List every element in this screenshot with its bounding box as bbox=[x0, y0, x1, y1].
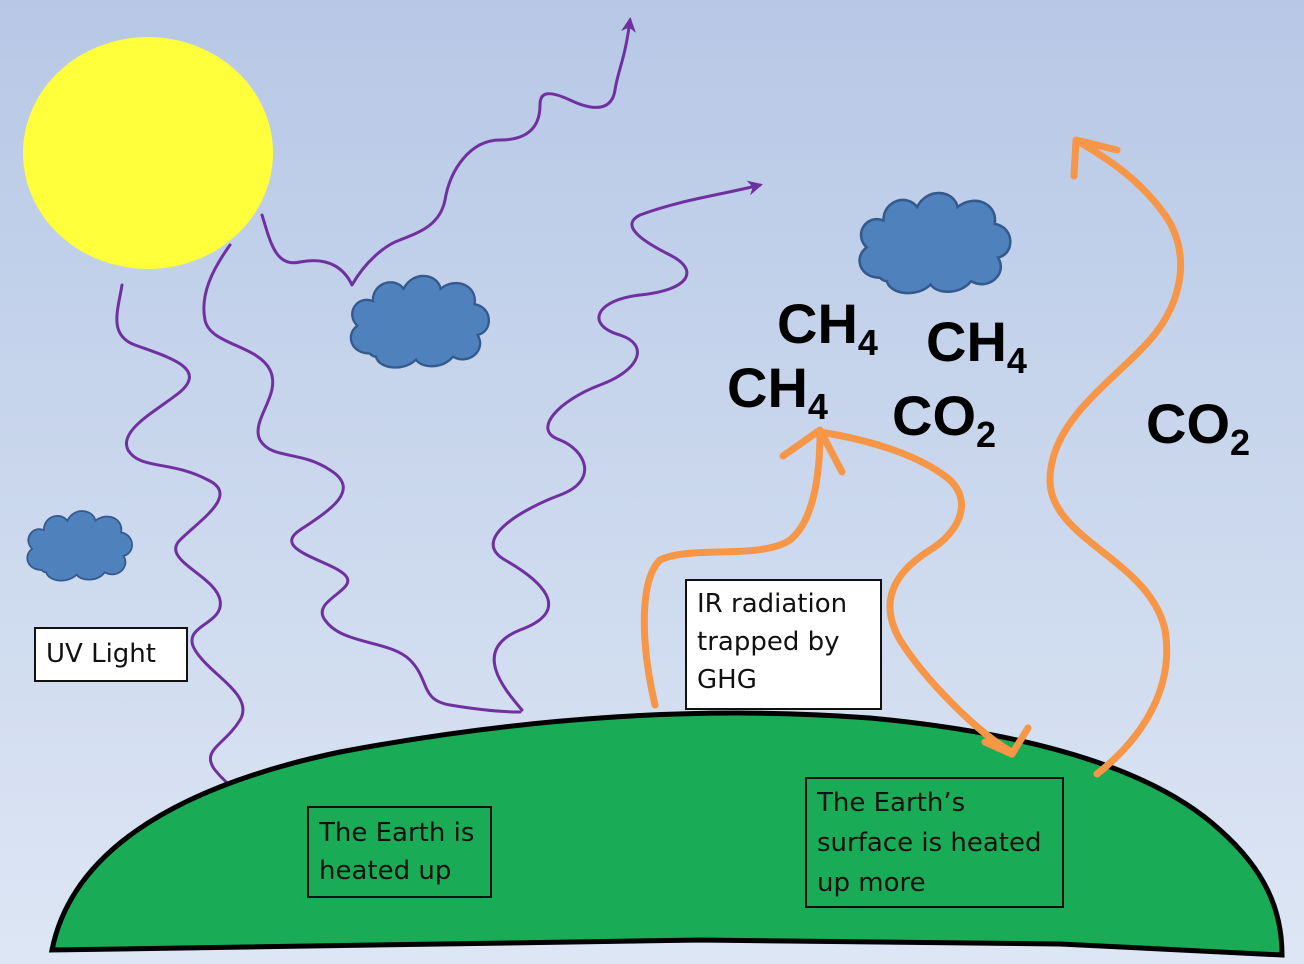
ir-arrowhead-up bbox=[779, 426, 846, 476]
ch4-label-1: CH4 bbox=[777, 292, 878, 363]
ch4-label-3: CH4 bbox=[727, 356, 828, 427]
sun bbox=[23, 37, 273, 269]
ir-trapped-line-3: GHG bbox=[697, 665, 757, 695]
earth-heated-label: The Earth is heated up bbox=[307, 806, 492, 898]
ir-trapped-line-1: IR radiation bbox=[697, 589, 848, 619]
uv-light-text: UV Light bbox=[46, 639, 156, 669]
co2-label-2: CO2 bbox=[1146, 392, 1251, 463]
ir-arrowhead-escaping bbox=[1070, 136, 1121, 180]
ir-trapped-label: IR radiation trapped by GHG bbox=[685, 579, 882, 710]
surface-heated-label: The Earth’s surface is heated up more bbox=[805, 777, 1064, 908]
ir-arrow-escaping bbox=[1046, 136, 1185, 778]
uv-ray-to-earth bbox=[115, 283, 281, 817]
ir-arrow-trapped bbox=[640, 428, 1016, 756]
uv-ray-reflected-low bbox=[491, 180, 763, 712]
uv-light-label: UV Light bbox=[34, 627, 188, 682]
surface-heated-line-3: up more bbox=[817, 868, 926, 898]
uv-ray-middle bbox=[202, 243, 522, 714]
co2-label-1: CO2 bbox=[892, 384, 997, 455]
ir-trapped-line-2: trapped by bbox=[697, 627, 840, 657]
earth-heated-line-1: The Earth is bbox=[319, 818, 475, 848]
ir-arrowhead-down bbox=[981, 724, 1032, 758]
ch4-label-2: CH4 bbox=[926, 310, 1027, 381]
earth-heated-line-2: heated up bbox=[319, 856, 452, 886]
uv-ray-reflected-high bbox=[260, 17, 636, 287]
surface-heated-line-1: The Earth’s bbox=[817, 788, 966, 818]
surface-heated-line-2: surface is heated bbox=[817, 828, 1042, 858]
